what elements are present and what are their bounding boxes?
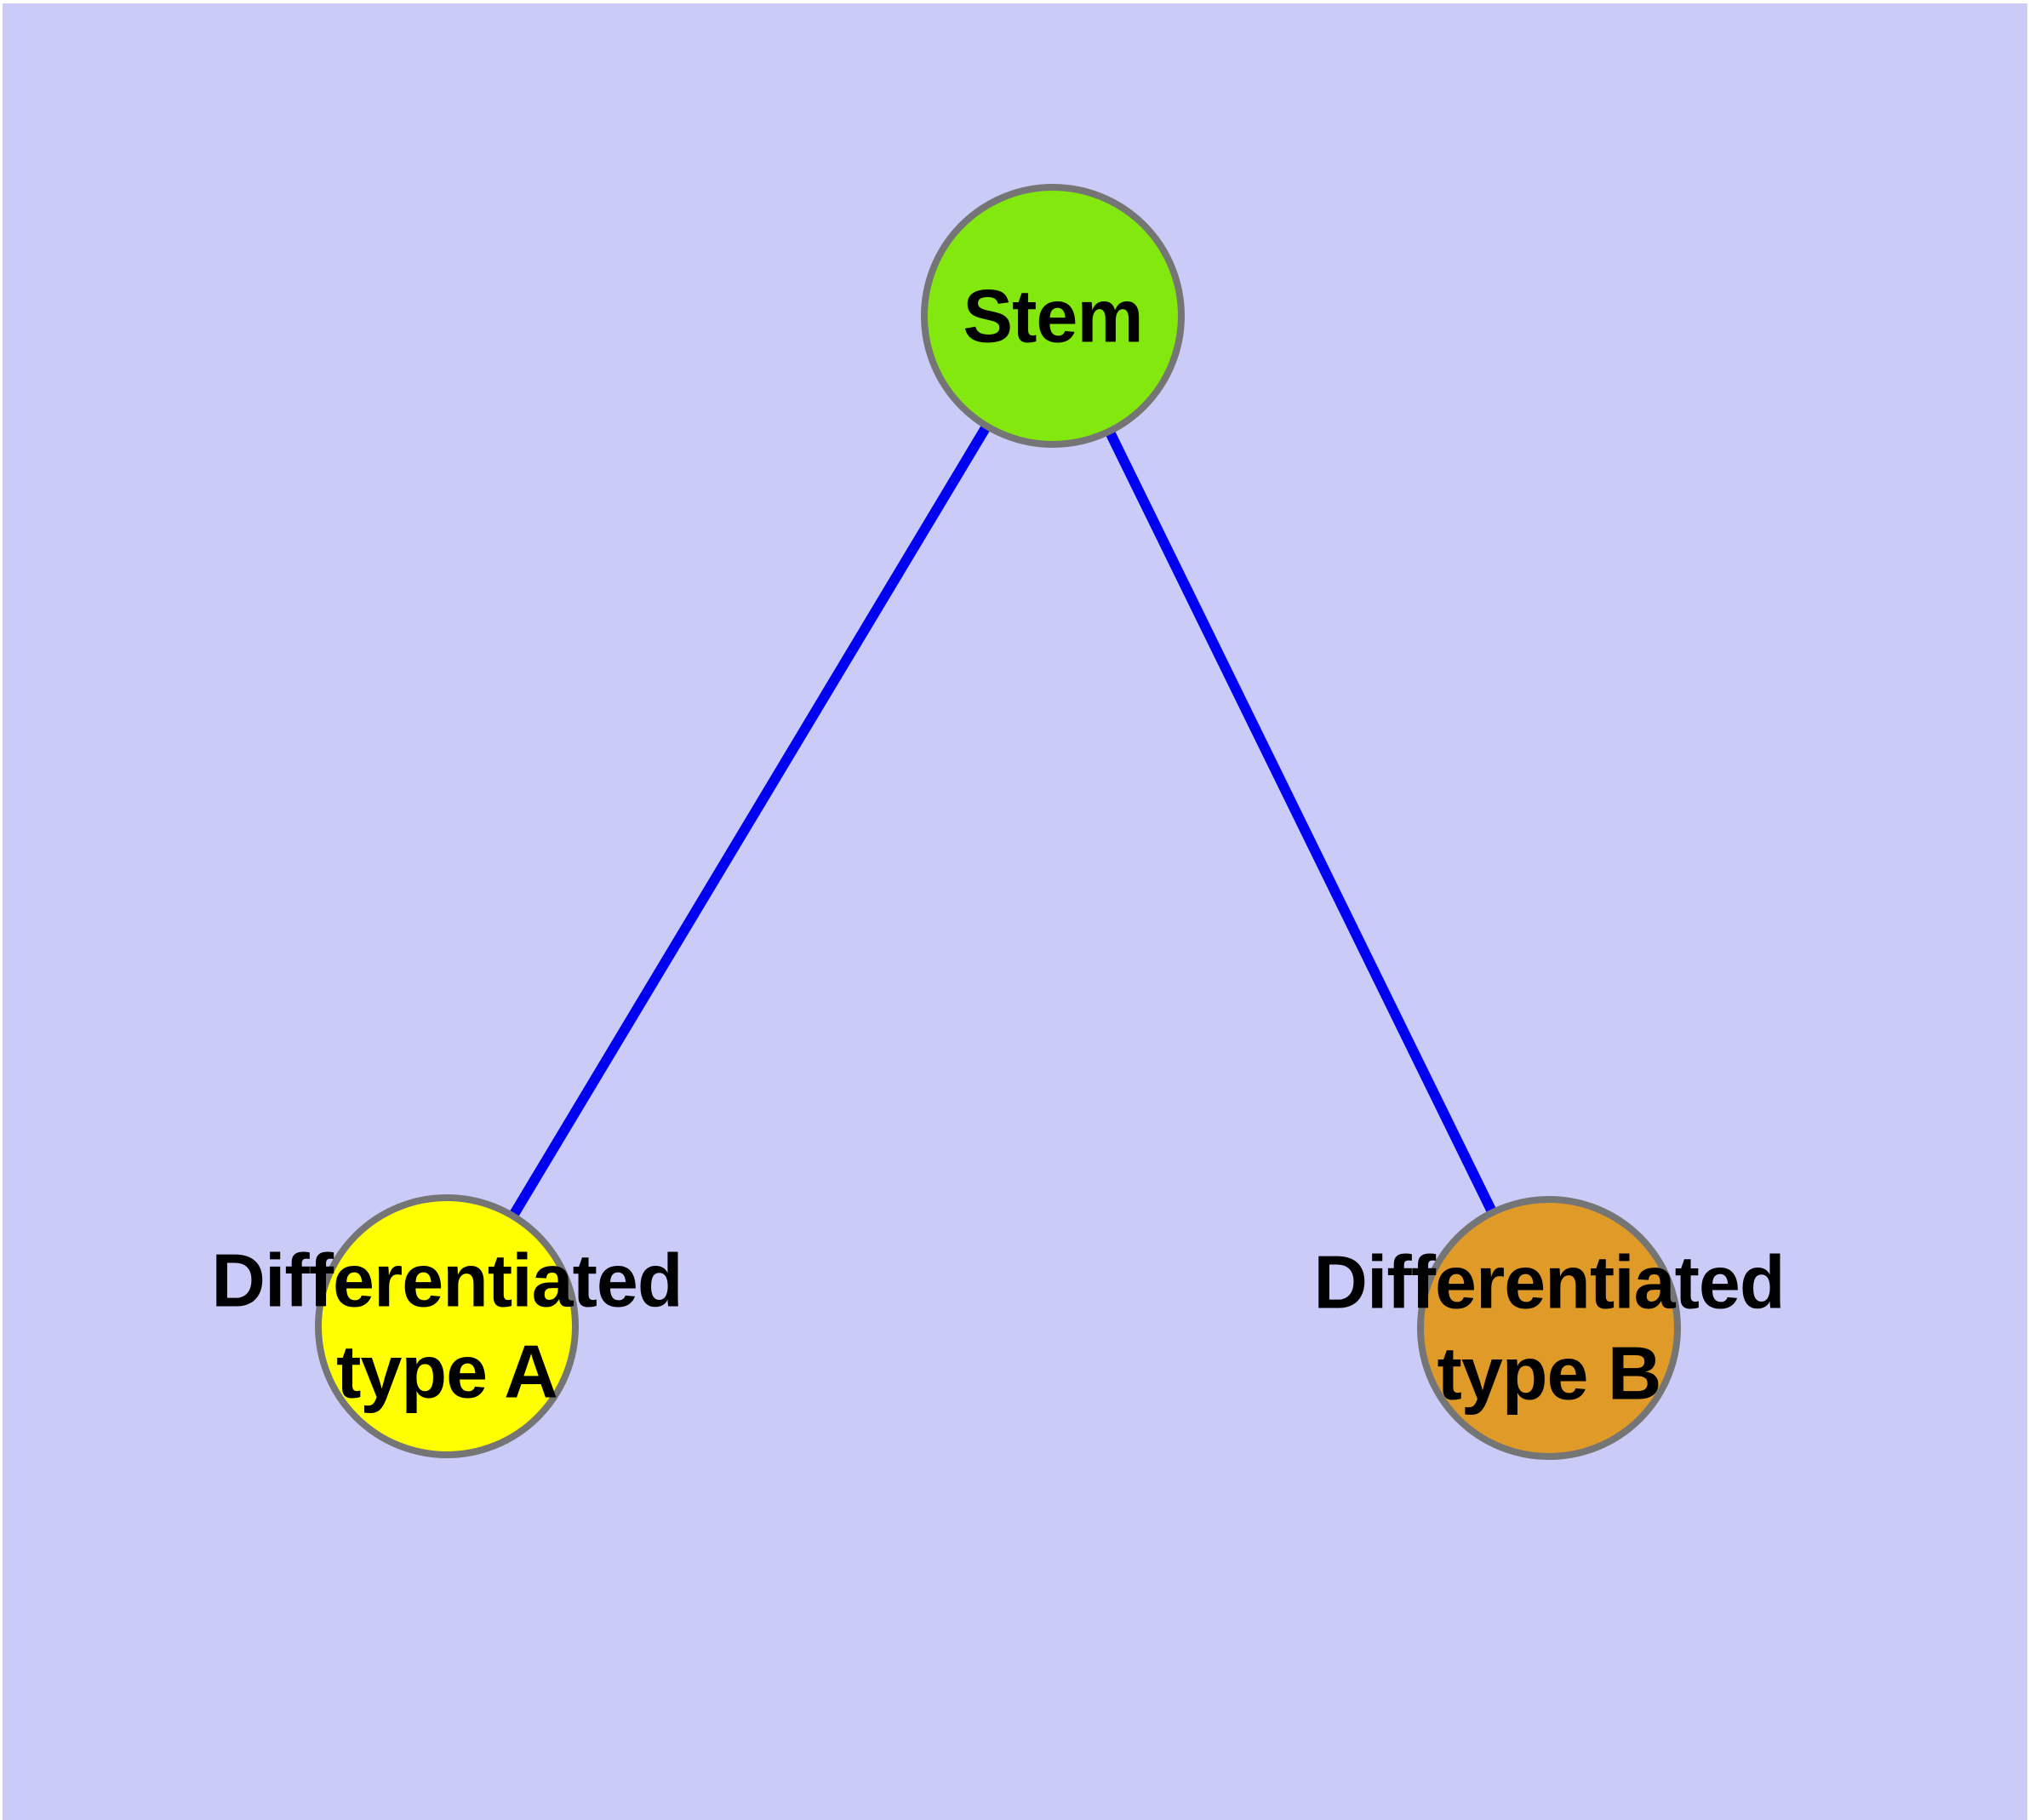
edge-stem-to-type-a: [442, 312, 1058, 1330]
node-type-a-circle: [315, 1194, 579, 1458]
plot-margin-left: [0, 0, 3, 1820]
plot-margin-top: [0, 0, 2029, 3]
plot-margin-right: [2027, 0, 2029, 1820]
node-stem-circle: [921, 184, 1185, 448]
node-type-b-circle: [1417, 1196, 1681, 1460]
edge-stem-to-type-b: [1048, 313, 1554, 1331]
